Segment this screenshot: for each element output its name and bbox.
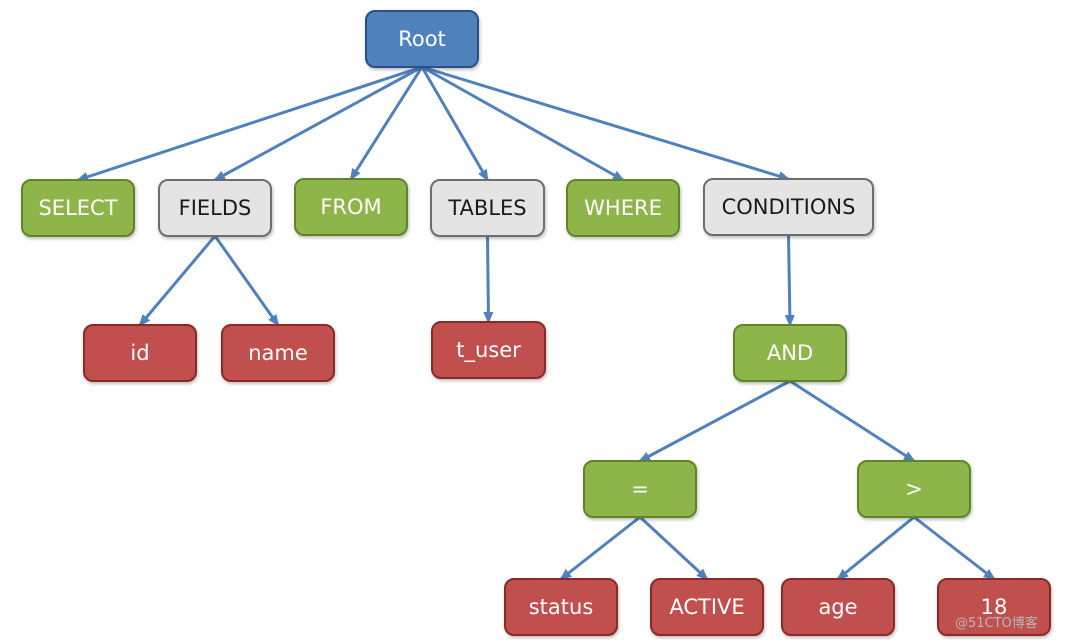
edge-conditions-to-and — [784, 234, 795, 327]
node-status-box — [504, 578, 618, 636]
node-tables-label: TABLES — [447, 196, 526, 220]
node-where-box — [566, 179, 680, 237]
node-root-label: Root — [398, 27, 446, 51]
node-select-label: SELECT — [38, 196, 117, 220]
node-and-box — [733, 324, 847, 382]
node-name: name — [221, 324, 335, 382]
node-id: id — [83, 324, 197, 382]
edge-gt-to-n18 — [913, 515, 996, 581]
node-select: SELECT — [21, 179, 135, 237]
node-t_user-label: t_user — [456, 338, 521, 363]
node-tables-box — [430, 179, 545, 237]
node-from-box — [294, 178, 408, 236]
node-select-box — [21, 179, 135, 237]
node-gt-box — [857, 460, 971, 518]
edge-fields-to-name — [213, 235, 280, 327]
node-age-box — [781, 578, 895, 636]
node-where: WHERE — [566, 179, 680, 237]
edge-eq-to-status — [559, 515, 641, 581]
node-n18-label: 18 — [981, 595, 1008, 619]
node-from: FROM — [294, 178, 408, 236]
watermark: @51CTO博客 — [955, 616, 1038, 631]
node-eq: = — [583, 460, 697, 518]
edge-and-to-gt — [789, 379, 916, 463]
node-t_user: t_user — [431, 321, 546, 379]
edges-layer — [76, 65, 996, 581]
node-tables: TABLES — [430, 179, 545, 237]
node-fields: FIELDS — [158, 179, 272, 237]
node-n18: 18 — [937, 578, 1051, 636]
node-and-label: AND — [767, 341, 813, 365]
edge-root-to-from — [349, 66, 424, 181]
edge-tables-to-t_user — [483, 235, 494, 324]
node-fields-label: FIELDS — [179, 196, 252, 220]
edge-root-to-tables — [420, 66, 489, 182]
edge-fields-to-id — [138, 235, 217, 327]
node-id-box — [83, 324, 197, 382]
node-and: AND — [733, 324, 847, 382]
node-root: Root — [365, 10, 479, 68]
node-name-label: name — [248, 341, 308, 365]
edge-root-to-where — [421, 65, 625, 182]
node-fields-box — [158, 179, 272, 237]
edge-root-to-fields — [213, 65, 423, 182]
node-gt-label: > — [905, 477, 923, 501]
edge-and-to-eq — [638, 379, 791, 463]
node-root-box — [365, 10, 479, 68]
node-age-label: age — [818, 595, 857, 619]
node-n18-box — [937, 578, 1051, 636]
node-eq-box — [583, 460, 697, 518]
node-active: ACTIVE — [650, 578, 764, 636]
node-name-box — [221, 324, 335, 382]
node-active-label: ACTIVE — [669, 595, 744, 619]
edge-eq-to-active — [638, 515, 709, 581]
node-conditions: CONDITIONS — [703, 178, 874, 236]
node-conditions-box — [703, 178, 874, 236]
node-t_user-box — [431, 321, 546, 379]
edge-root-to-conditions — [421, 65, 791, 181]
node-gt: > — [857, 460, 971, 518]
node-status-label: status — [529, 595, 594, 619]
node-status: status — [504, 578, 618, 636]
node-conditions-label: CONDITIONS — [722, 195, 856, 219]
node-eq-label: = — [631, 477, 649, 501]
node-id-label: id — [130, 341, 149, 365]
node-age: age — [781, 578, 895, 636]
edge-root-to-select — [76, 65, 423, 182]
node-active-box — [650, 578, 764, 636]
node-where-label: WHERE — [584, 196, 662, 220]
edge-gt-to-age — [836, 515, 915, 581]
node-from-label: FROM — [320, 195, 381, 219]
